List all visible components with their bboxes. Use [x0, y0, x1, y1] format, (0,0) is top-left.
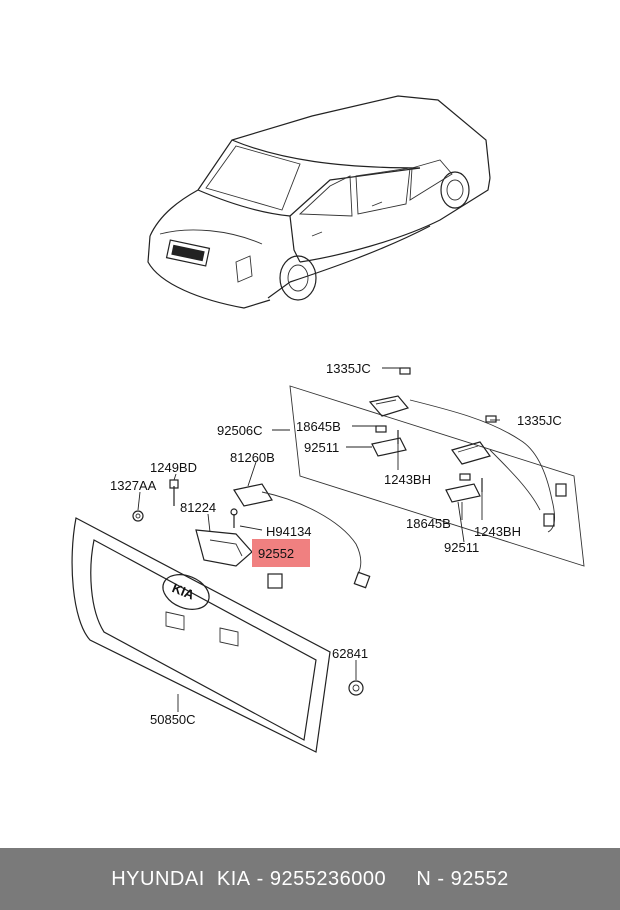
label-92506c: 92506C	[217, 423, 263, 438]
highlight-box	[252, 539, 310, 567]
footer-part-number: 9255236000	[269, 867, 387, 890]
label-1335jc-right: 1335JC	[517, 413, 562, 428]
footer-ref-number: 92552	[450, 867, 509, 890]
footer-n-label: N	[416, 867, 432, 890]
footer-separator-2: -	[431, 867, 451, 890]
label-1249bd: 1249BD	[150, 460, 197, 475]
label-62841: 62841	[332, 646, 368, 661]
label-18645b-bottom: 18645B	[406, 516, 451, 531]
label-18645b-top: 18645B	[296, 419, 341, 434]
label-1335jc-top: 1335JC	[326, 361, 371, 376]
label-81224: 81224	[180, 500, 216, 515]
leader-lines	[137, 367, 500, 712]
label-92511-bottom: 92511	[444, 540, 479, 555]
label-1243bh-right: 1243BH	[474, 524, 521, 539]
footer-gap	[386, 868, 416, 891]
label-1243bh-left: 1243BH	[384, 472, 431, 487]
car-illustration	[147, 95, 491, 309]
label-h94134: H94134	[266, 524, 312, 539]
part-labels: 1335JC 1335JC 92506C 18645B 92511 1243BH…	[110, 361, 562, 727]
footer-brand: HYUNDAI KIA	[111, 867, 251, 890]
handle-switch-parts	[132, 479, 371, 696]
footer-bar: HYUNDAI KIA - 9255236000 N - 92552	[0, 848, 620, 910]
parts-diagram: KIA 1335JC 1	[71, 95, 585, 753]
license-lamp-parts	[368, 367, 567, 533]
label-1327aa: 1327AA	[110, 478, 157, 493]
label-92552: 92552	[258, 546, 294, 561]
footer-separator: -	[250, 867, 270, 890]
assembly-frame	[289, 385, 585, 567]
tailgate-garnish: KIA	[71, 517, 331, 753]
svg-text:KIA: KIA	[170, 580, 197, 603]
label-81260b: 81260B	[230, 450, 275, 465]
label-50850c: 50850C	[150, 712, 196, 727]
label-92511-top: 92511	[304, 440, 339, 455]
